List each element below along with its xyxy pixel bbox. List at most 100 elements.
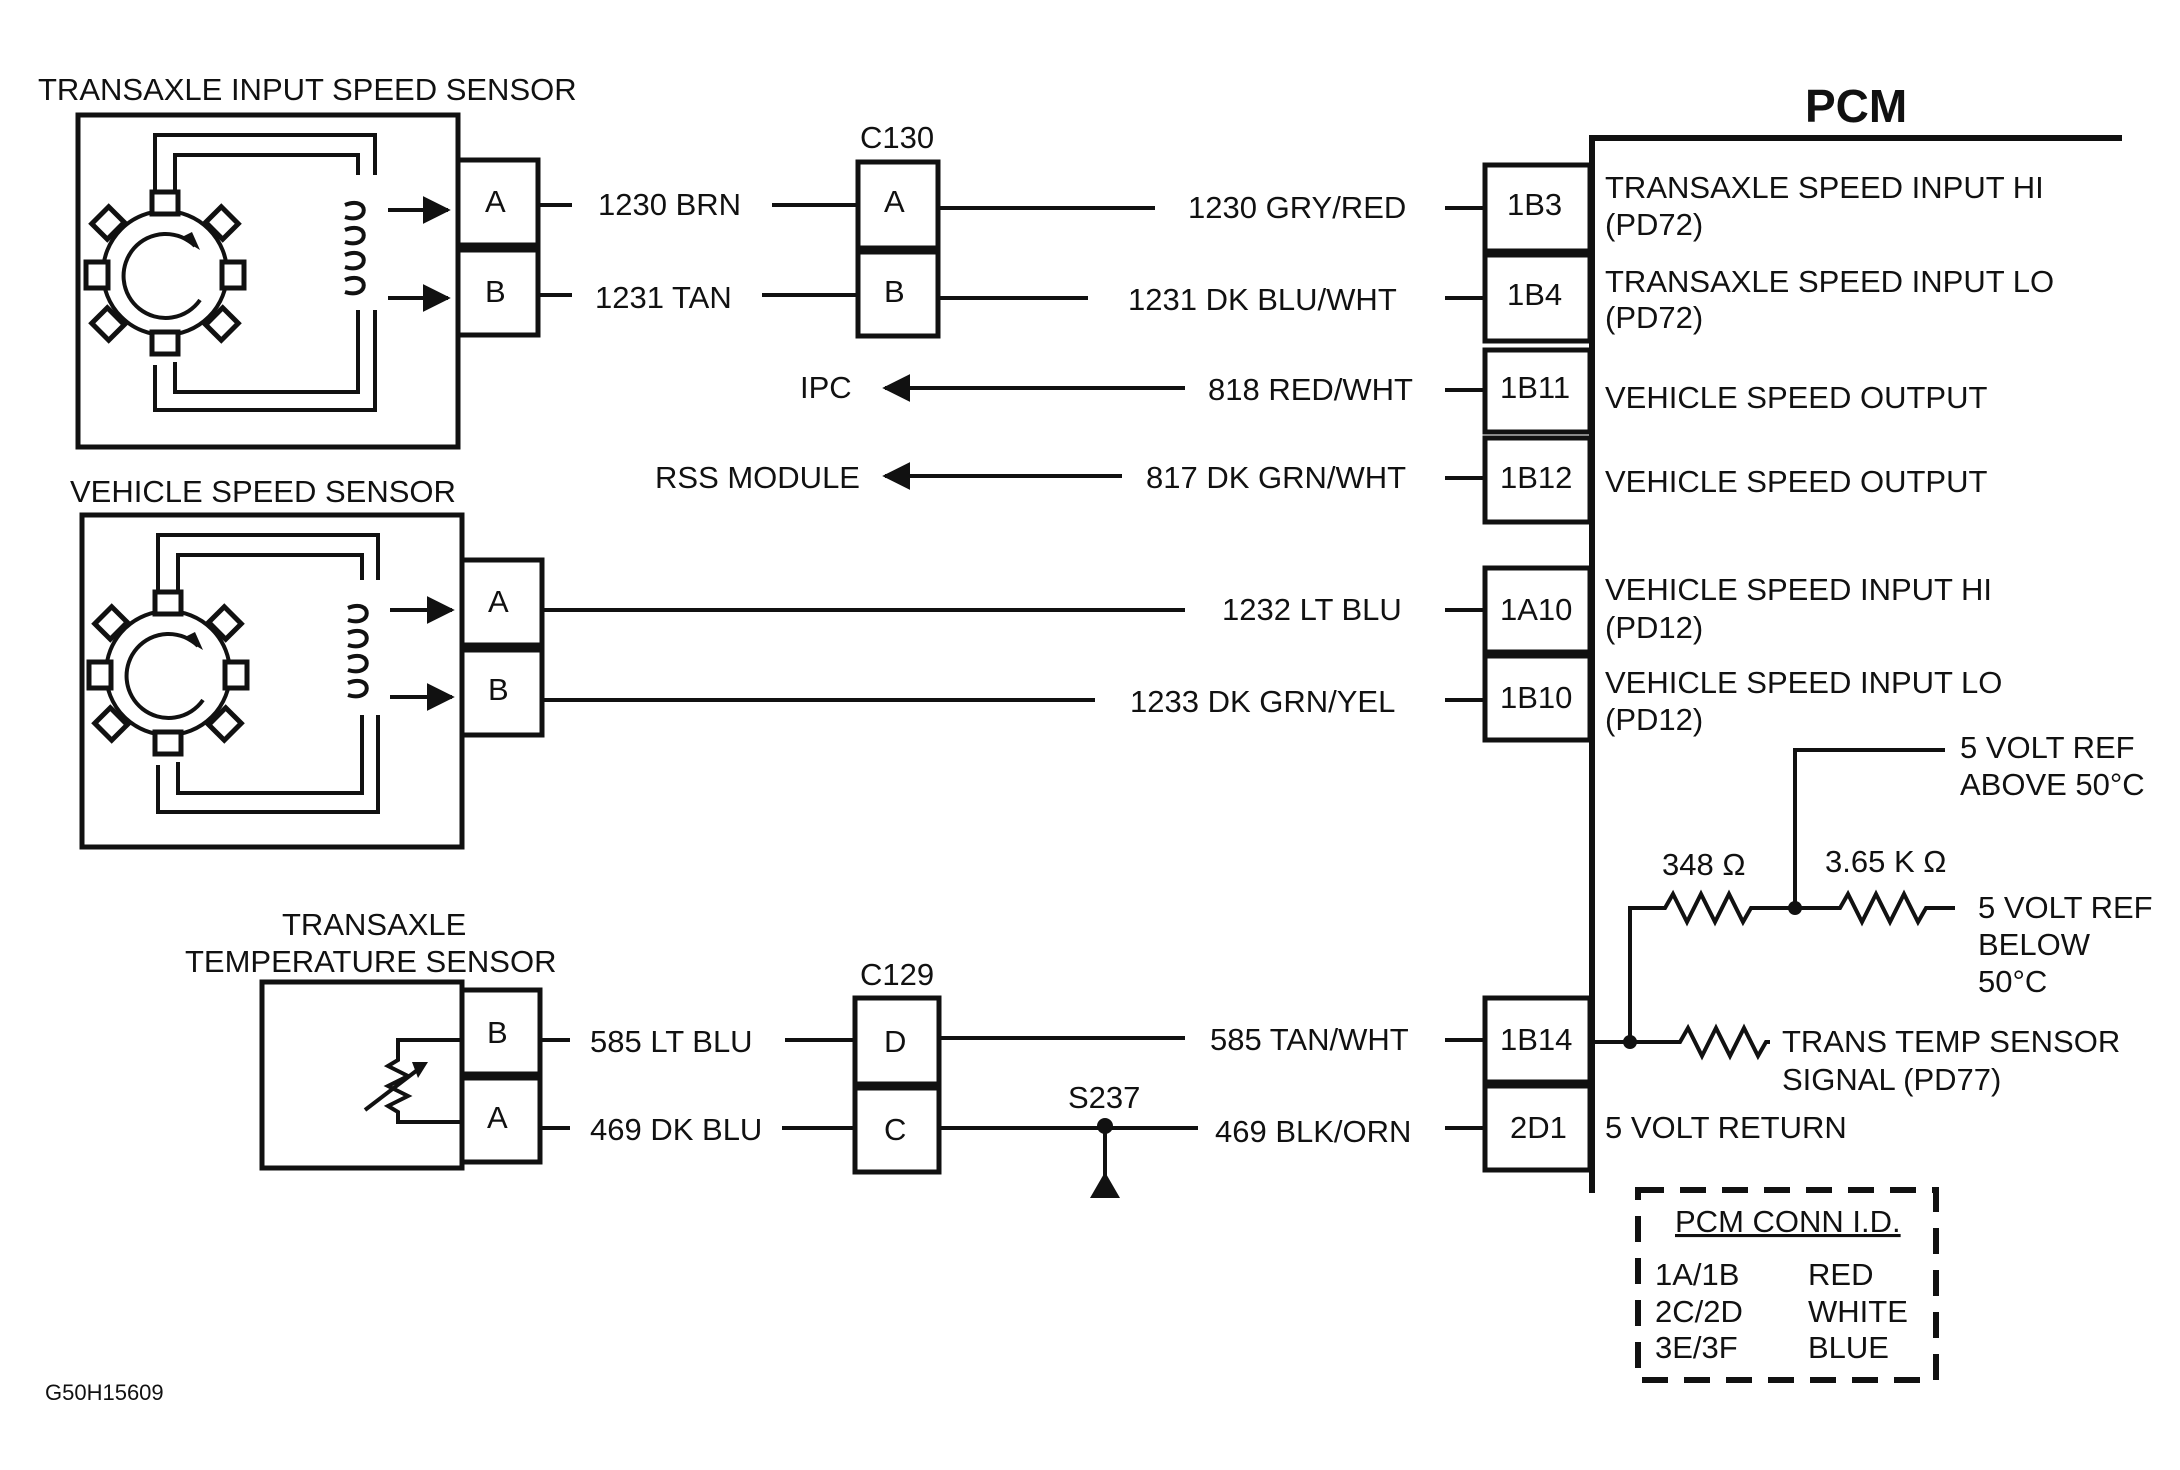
resistor-sensor-icon (1590, 1023, 1770, 1061)
pcm-pin-1b11-box (1482, 347, 1593, 435)
ref-above-line (1793, 748, 1945, 835)
iss-pole-lower-inner (173, 310, 360, 394)
iss-pole-upper-inner (173, 153, 360, 195)
ref-above-line1: 5 VOLT REF (1960, 730, 2135, 765)
vss-pole-upper-inner (176, 553, 364, 595)
ts-pin-a-box (459, 1075, 543, 1165)
pcm-pin-1b4: 1B4 (1507, 277, 1562, 312)
signal-2d1: 5 VOLT RETURN (1605, 1110, 1847, 1145)
temp-sensor-label-1: TRANSAXLE (282, 907, 466, 942)
vss-reluctor-wheel-icon (86, 589, 250, 757)
signal-1b3-line2: (PD72) (1605, 207, 1703, 242)
pcm-pin-1b10-box (1482, 653, 1593, 743)
pcm-boundary (1589, 135, 2122, 1193)
legend-color-2: WHITE (1808, 1294, 1908, 1329)
pcm-pin-1b3-box (1482, 162, 1593, 254)
c129-pin-d: D (884, 1024, 906, 1059)
signal-1b4-line1: TRANSAXLE SPEED INPUT LO (1605, 264, 2054, 299)
pcm-pin-1a10-box (1482, 565, 1593, 655)
c129-label: C129 (860, 957, 934, 992)
c130-pin-a-box (855, 159, 941, 251)
vss-pin-a: A (488, 584, 509, 619)
tts-line1: TRANS TEMP SENSOR (1782, 1024, 2120, 1059)
iss-pole-lower (153, 310, 377, 412)
vss-pin-a-box (459, 557, 545, 648)
legend-conn-2: 2C/2D (1655, 1294, 1743, 1329)
legend-color-1: RED (1808, 1257, 1873, 1292)
input-speed-sensor-body (75, 112, 461, 450)
wire-label-585-lt-blu: 585 LT BLU (590, 1024, 753, 1059)
iss-reluctor-wheel-icon (83, 189, 247, 357)
iss-pole-upper (153, 133, 377, 192)
vss-pin-b: B (488, 672, 509, 707)
pcm-pin-1b11: 1B11 (1500, 370, 1570, 405)
iss-coil-icon (344, 201, 366, 296)
vss-pole-lower-inner (176, 715, 364, 795)
resistor-348-label: 348 Ω (1662, 847, 1746, 882)
pcm-pin-1b4-box (1482, 252, 1593, 344)
pcm-pin-1b12: 1B12 (1500, 460, 1572, 495)
iss-pin-b-box (455, 247, 541, 338)
signal-1a10-line1: VEHICLE SPEED INPUT HI (1605, 572, 1992, 607)
signal-1b4-line2: (PD72) (1605, 300, 1703, 335)
c129-pin-d-box (852, 995, 942, 1087)
iss-pin-a: A (485, 184, 506, 219)
resistor-365k-icon (1795, 889, 1955, 927)
ts-pin-b: B (487, 1015, 508, 1050)
resistor-348-icon (1628, 889, 1795, 1042)
legend-color-3: BLUE (1808, 1330, 1889, 1365)
iss-pin-a-box (455, 157, 541, 248)
ground-icon (1090, 1172, 1120, 1198)
wire-label-469-dk-blu: 469 DK BLU (590, 1112, 762, 1147)
wire-label-1232: 1232 LT BLU (1222, 592, 1402, 627)
ts-pin-a: A (487, 1100, 508, 1135)
pcm-pin-1b3: 1B3 (1507, 187, 1562, 222)
vss-pin-b-box (459, 647, 545, 738)
resistor-365k-label: 3.65 K Ω (1825, 844, 1946, 879)
pcm-pin-1b14: 1B14 (1500, 1022, 1572, 1057)
temp-sensor-label-2: TEMPERATURE SENSOR (185, 944, 556, 979)
ref-above-line2: ABOVE 50°C (1960, 767, 2145, 802)
ref-below-line2: BELOW (1978, 927, 2091, 962)
signal-1b10-line1: VEHICLE SPEED INPUT LO (1605, 665, 2002, 700)
pcm-pin-2d1-box (1482, 1083, 1593, 1173)
pcm-conn-id-legend: PCM CONN I.D. 1A/1B RED 2C/2D WHITE 3E/3… (1635, 1187, 1939, 1383)
thermistor-icon (363, 1038, 462, 1124)
input-speed-sensor: TRANSAXLE INPUT SPEED SENSOR A B (38, 72, 577, 450)
vehicle-speed-sensor: VEHICLE SPEED SENSOR A B (70, 474, 545, 850)
temperature-sensor: TRANSAXLE TEMPERATURE SENSOR B A (185, 907, 556, 1171)
tts-line2: SIGNAL (PD77) (1782, 1062, 2001, 1097)
legend-conn-3: 3E/3F (1655, 1330, 1738, 1365)
legend-box (1635, 1187, 1939, 1383)
signal-1a10-line2: (PD12) (1605, 610, 1703, 645)
signal-1b3-line1: TRANSAXLE SPEED INPUT HI (1605, 170, 2044, 205)
signal-1b12: VEHICLE SPEED OUTPUT (1605, 464, 1987, 499)
pcm-title: PCM (1805, 80, 1907, 132)
s237-label: S237 (1068, 1080, 1140, 1115)
connector-c129: C129 D C (852, 957, 942, 1175)
wire-label-585-tan-wht: 585 TAN/WHT (1210, 1022, 1409, 1057)
pcm-pin-1b10: 1B10 (1500, 680, 1572, 715)
wire-label-1233: 1233 DK GRN/YEL (1130, 684, 1395, 719)
c130-pin-a: A (884, 184, 905, 219)
wire-label-469-blk-orn: 469 BLK/ORN (1215, 1114, 1411, 1149)
vehicle-speed-sensor-label: VEHICLE SPEED SENSOR (70, 474, 456, 509)
signal-1b11: VEHICLE SPEED OUTPUT (1605, 380, 1987, 415)
splice-s237: S237 (1068, 1080, 1140, 1198)
wire-label-1231-dk-blu-wht: 1231 DK BLU/WHT (1128, 282, 1397, 317)
ref-below-line3: 50°C (1978, 964, 2047, 999)
figure-id: G50H15609 (45, 1380, 164, 1405)
c130-label: C130 (860, 120, 934, 155)
dest-rss-module: RSS MODULE (655, 460, 860, 495)
signal-1b10-line2: (PD12) (1605, 702, 1703, 737)
c129-pin-c: C (884, 1112, 906, 1147)
ts-pin-b-box (459, 987, 543, 1077)
connector-c130: C130 A B (855, 120, 941, 339)
temp-sensor-body (259, 979, 465, 1171)
input-speed-sensor-label: TRANSAXLE INPUT SPEED SENSOR (38, 72, 577, 107)
ref-below-line1: 5 VOLT REF (1978, 890, 2153, 925)
iss-pin-b: B (485, 274, 506, 309)
pcm-pin-2d1: 2D1 (1510, 1110, 1567, 1145)
pcm: PCM 1B3 1B4 1B11 1B12 1A10 1B10 1B14 2D1… (1482, 80, 2153, 1383)
vss-pole-upper (156, 533, 380, 592)
